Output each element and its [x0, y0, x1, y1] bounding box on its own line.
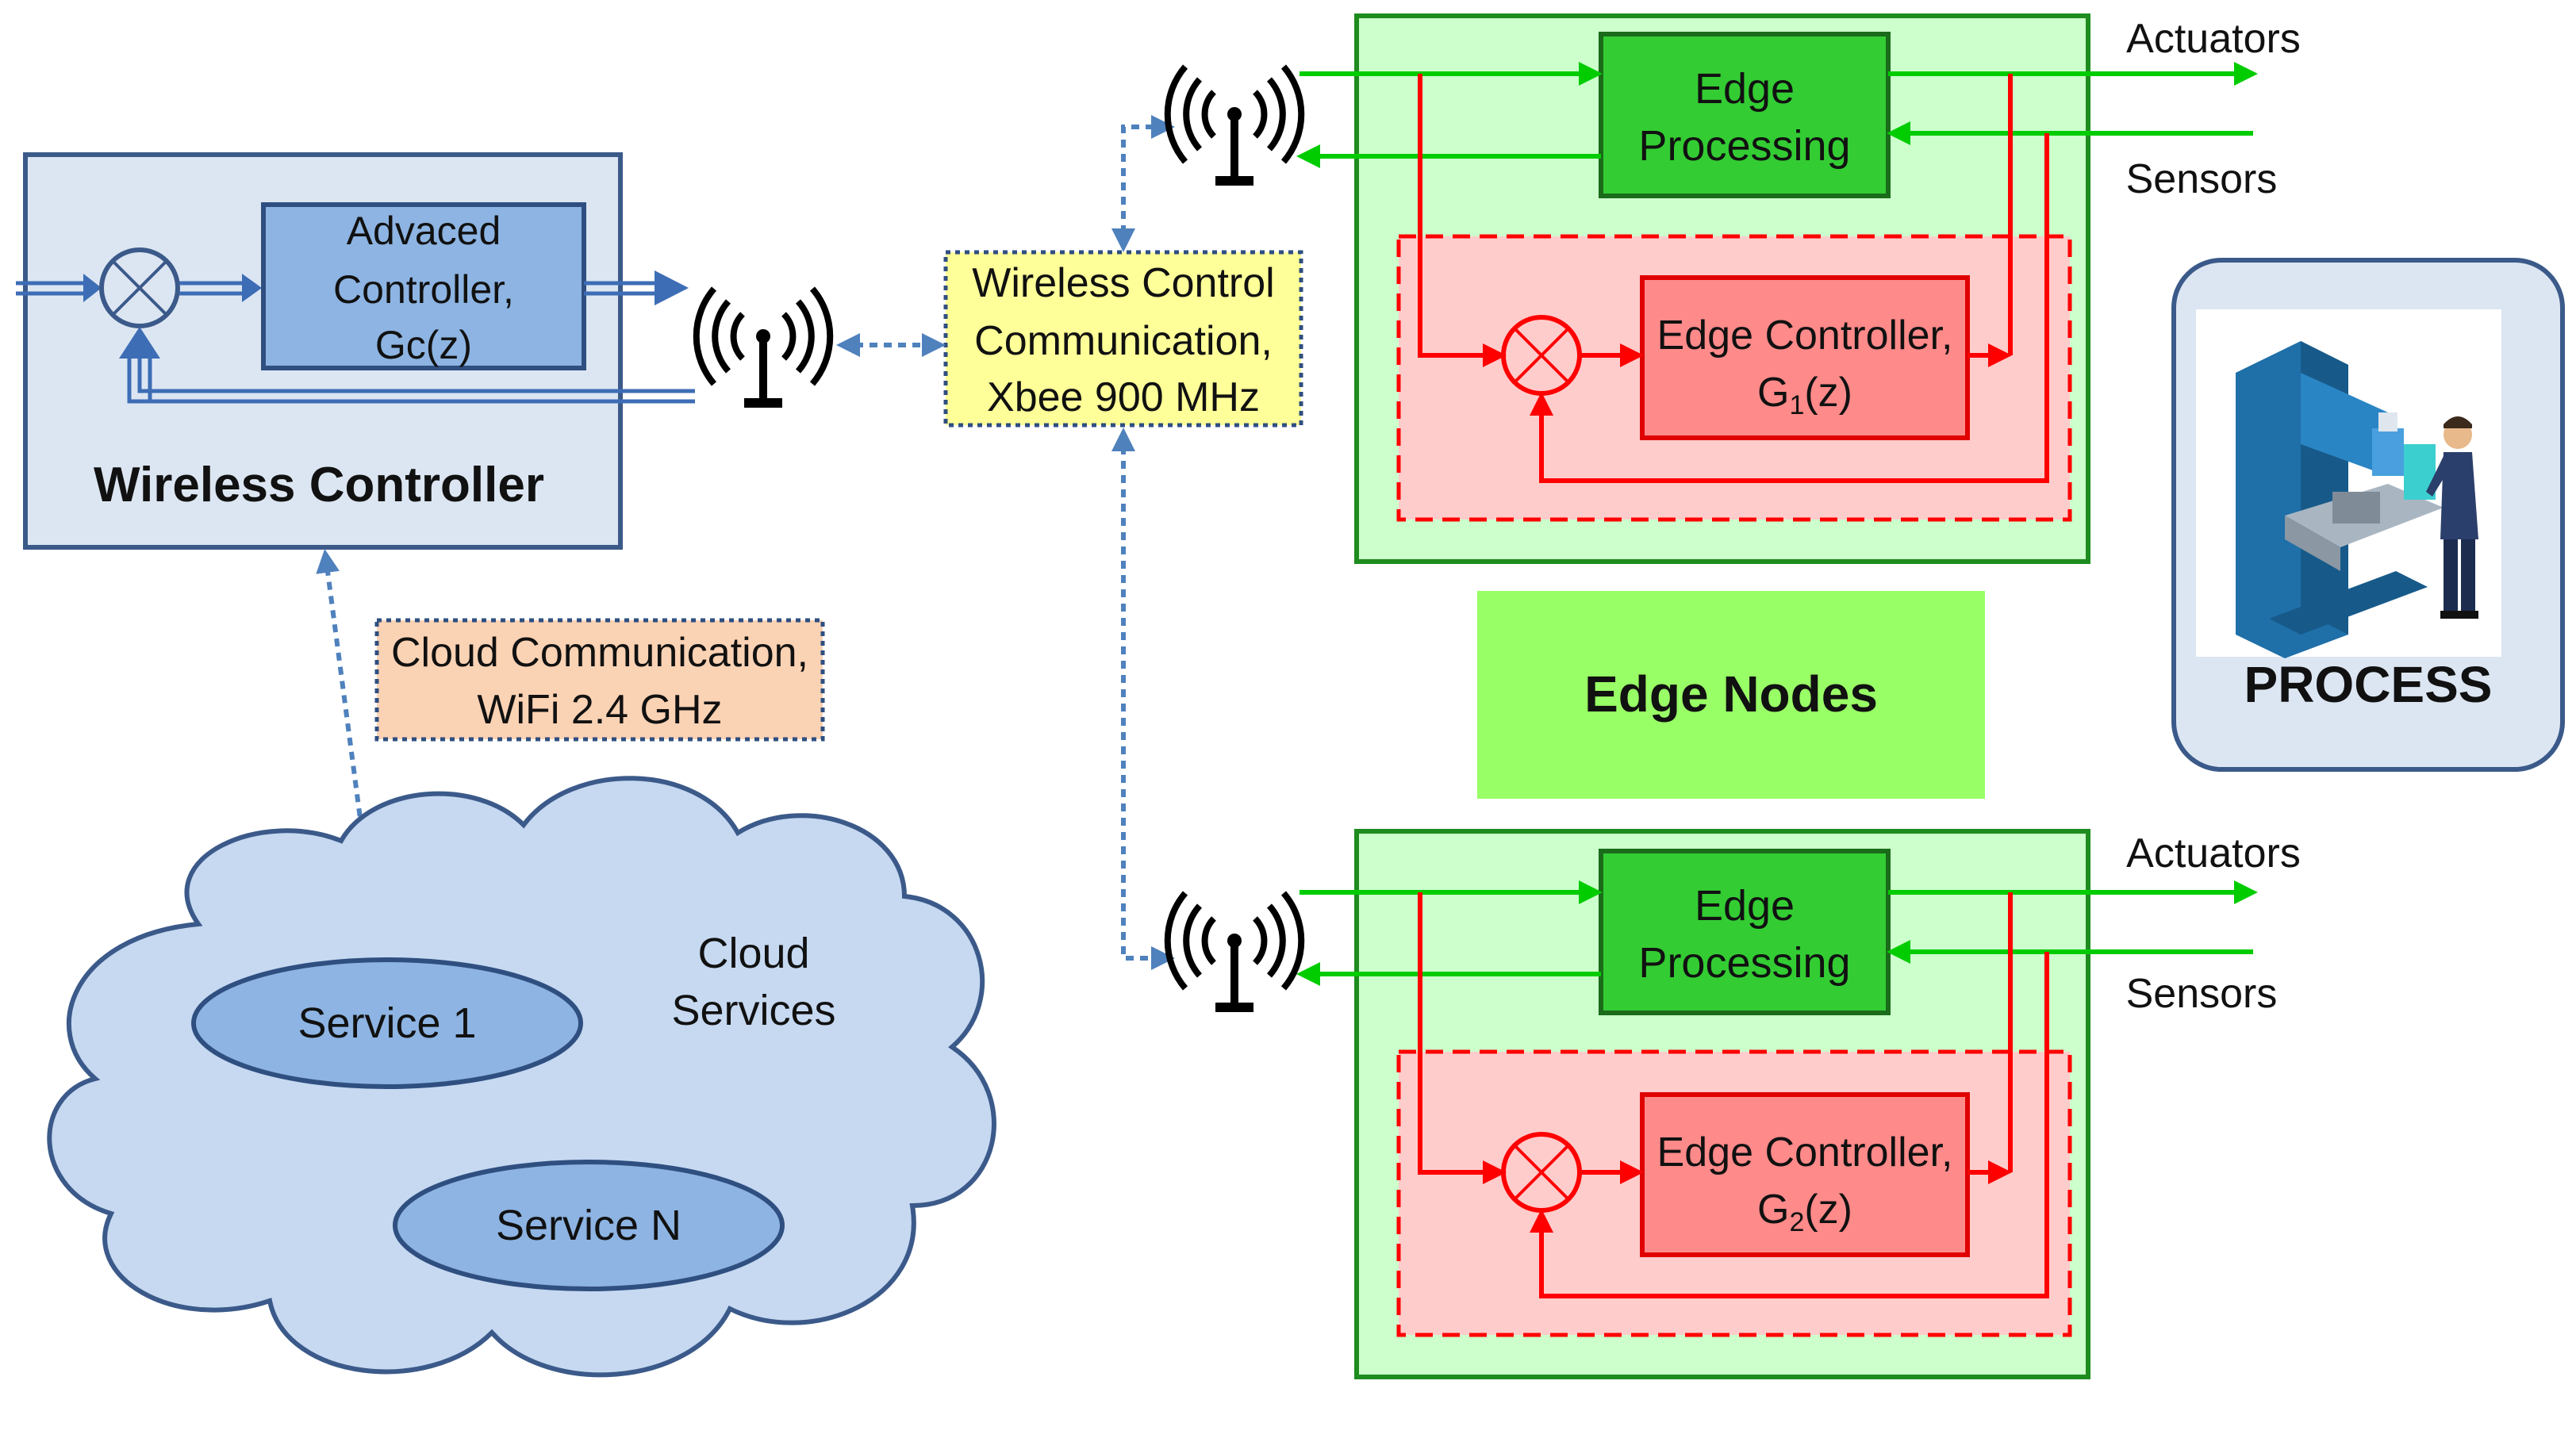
edge-node-1: Edge Processing Edge Controller, G1(z) [1296, 13, 2301, 564]
antenna-icon [1168, 893, 1302, 1012]
summing-junction-icon [1501, 1132, 1582, 1213]
advanced-controller-block: Advaced Controller, Gc(z) [261, 202, 586, 370]
sensors-label: Sensors [2126, 971, 2278, 1017]
processing-line1: Edge [1695, 882, 1795, 930]
service-1-label: Service 1 [298, 999, 476, 1047]
edge-processing-block: Edge Processing [1599, 849, 1891, 1015]
antenna-icon [1168, 67, 1302, 186]
wireless-control-communication-box: Wireless Control Communication, Xbee 900… [943, 250, 1303, 428]
processing-line1: Edge [1695, 65, 1795, 113]
wireless-comm-line1: Wireless Control [972, 260, 1274, 306]
antenna-icon [697, 289, 831, 408]
edge-1-local-loop [1418, 74, 2049, 483]
cloud-services: Cloud Services Service 1 Service N [47, 776, 996, 1378]
cloud-label-line2: Services [671, 987, 835, 1034]
controller-line2: Controller, [333, 267, 514, 312]
cloud-comm-line2: WiFi 2.4 GHz [477, 687, 722, 733]
edge-controller-block: Edge Controller, G1(z) [1640, 275, 1970, 440]
wireless-links [316, 115, 1175, 970]
service-n: Service N [393, 1160, 785, 1291]
edge-1-green-signals [1296, 62, 2258, 168]
reference-input-arrow [16, 274, 102, 302]
feedback-path [119, 327, 695, 404]
edge-controller-block: Edge Controller, G2(z) [1640, 1092, 1970, 1257]
edge-controller-transfer-function: G2(z) [1757, 1187, 1852, 1237]
wireless-comm-line3: Xbee 900 MHz [987, 374, 1260, 420]
wireless-controller-panel: Advaced Controller, Gc(z) Wireless Contr… [16, 152, 695, 550]
edge-2-green-signals [1296, 880, 2258, 986]
service-n-label: Service N [496, 1202, 681, 1249]
edge-processing-block: Edge Processing [1599, 32, 1891, 198]
cloud-label-line1: Cloud [697, 930, 809, 977]
summing-junction-icon [99, 247, 180, 328]
actuators-label: Actuators [2126, 830, 2301, 876]
process-panel: PROCESS [2171, 258, 2565, 772]
edge-nodes-label: Edge Nodes [1584, 665, 1878, 723]
service-1: Service 1 [191, 957, 583, 1089]
edge-controller-transfer-function: G1(z) [1757, 370, 1852, 420]
processing-line2: Processing [1638, 122, 1850, 170]
edge-controller-line1: Edge Controller, [1657, 313, 1953, 359]
edge-2-local-loop [1418, 892, 2049, 1298]
actuators-label: Actuators [2126, 16, 2301, 62]
summing-junction-icon [1501, 315, 1582, 396]
error-signal-arrow [179, 274, 262, 302]
cloud-comm-line1: Cloud Communication, [391, 630, 808, 676]
cloud-communication-box: Cloud Communication, WiFi 2.4 GHz [374, 618, 825, 742]
edge-controller-line1: Edge Controller, [1657, 1129, 1953, 1175]
control-output-arrow [584, 270, 689, 305]
sensors-label: Sensors [2126, 156, 2278, 202]
wireless-comm-line2: Communication, [974, 318, 1273, 364]
milling-machine-operator-icon [2236, 341, 2478, 658]
processing-line2: Processing [1638, 939, 1850, 987]
controller-transfer-function: Gc(z) [375, 323, 472, 367]
wireless-controller-title: Wireless Controller [94, 458, 544, 512]
process-label: PROCESS [2244, 656, 2493, 713]
edge-node-2: Edge Processing Edge Controller, G2(z) A… [1296, 829, 2301, 1379]
controller-line1: Advaced [347, 209, 501, 253]
edge-nodes-label-box: Edge Nodes [1477, 591, 1985, 799]
